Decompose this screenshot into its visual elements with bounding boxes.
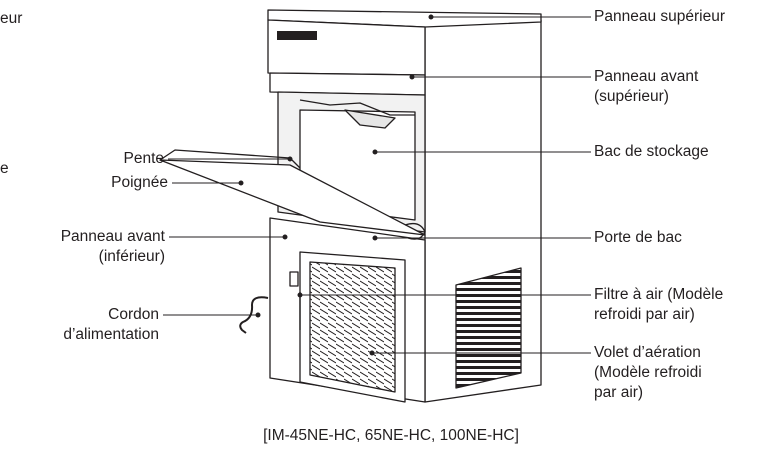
louver-panel xyxy=(309,261,396,393)
upper-front-box xyxy=(267,19,426,76)
bin-door-edge xyxy=(159,149,301,169)
label-volet-aeration: Volet d’aération (Modèle refroidi par ai… xyxy=(594,344,702,401)
label-panneau-superieur: Panneau supérieur xyxy=(594,8,725,25)
dot-poignee xyxy=(238,180,244,186)
label-porte-de-bac: Porte de bac xyxy=(594,229,682,246)
bin-door xyxy=(159,159,426,236)
dot-bac-de-stockage xyxy=(372,149,378,155)
label-bac-de-stockage: Bac de stockage xyxy=(594,143,709,160)
left-edge-label-top: eur xyxy=(0,10,23,27)
dot-cordon xyxy=(255,312,261,318)
power-cord xyxy=(239,296,269,334)
dot-filtre-a-air xyxy=(297,292,303,298)
side-grill xyxy=(455,267,522,389)
label-panneau-avant-inferieur: Panneau avant (inférieur) xyxy=(60,228,165,265)
dot-volet-aeration xyxy=(369,350,375,356)
dot-panneau-avant-inferieur xyxy=(282,234,288,240)
left-edge-label-mid: e xyxy=(0,160,9,177)
label-poignee: Poignée xyxy=(111,174,168,191)
dot-pente xyxy=(287,156,293,162)
label-cordon-alimentation: Cordon d’alimentation xyxy=(63,306,159,343)
dot-porte-de-bac xyxy=(372,235,378,241)
label-filtre-a-air: Filtre à air (Modèle refroidi par air) xyxy=(594,286,724,323)
label-pente: Pente xyxy=(123,150,164,167)
bin-deflector xyxy=(344,109,396,129)
nameplate xyxy=(277,31,317,40)
model-caption: [IM-45NE-HC, 65NE-HC, 100NE-HC] xyxy=(263,427,519,444)
label-panneau-avant-superieur: Panneau avant (supérieur) xyxy=(594,68,699,105)
dot-panneau-avant-superieur xyxy=(409,74,415,80)
dot-panneau-superieur xyxy=(428,14,434,20)
bin-door-hinge xyxy=(404,222,426,240)
filter-handle xyxy=(289,271,299,287)
bin-top-detail xyxy=(299,99,415,116)
